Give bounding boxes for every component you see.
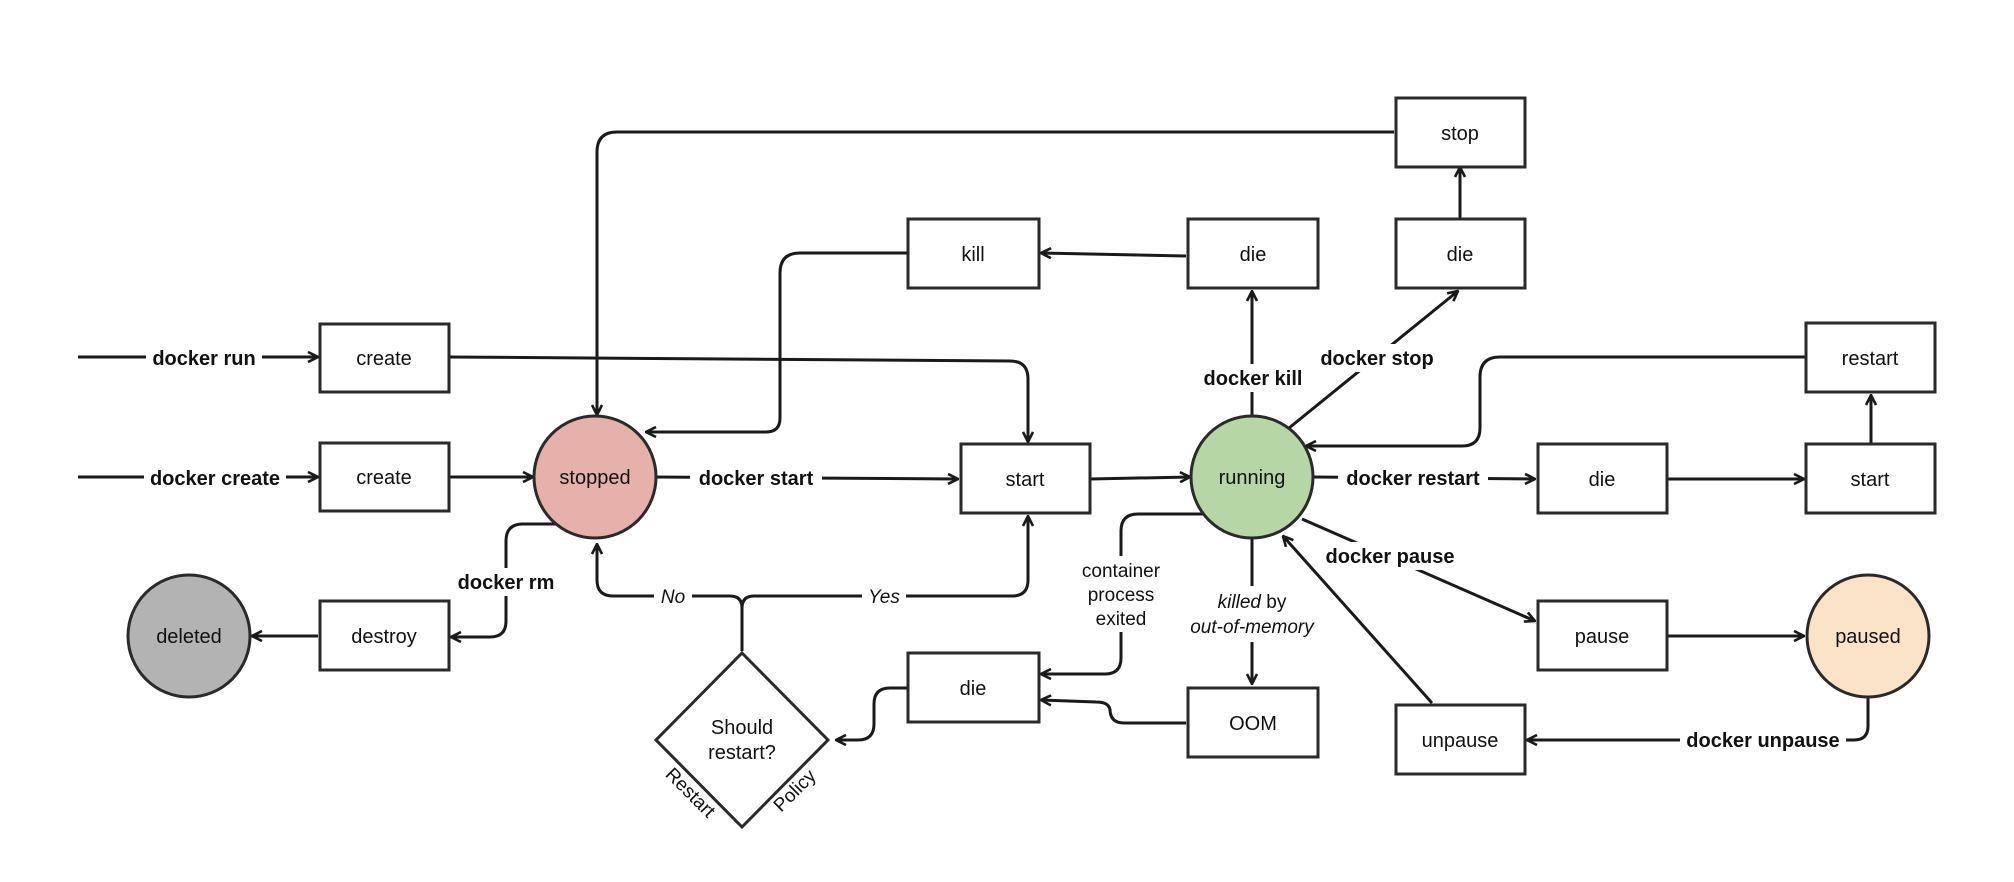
- state-stopped: stopped: [532, 414, 658, 540]
- svg-text:stopped: stopped: [559, 467, 630, 489]
- svg-text:No: No: [661, 587, 685, 608]
- svg-text:kill: kill: [961, 244, 984, 266]
- label-docker-rm: docker rm: [452, 568, 560, 596]
- event-kill: kill: [906, 217, 1041, 290]
- label-docker-stop: docker stop: [1314, 344, 1440, 372]
- label-docker-start: docker start: [690, 464, 822, 492]
- svg-text:docker pause: docker pause: [1326, 546, 1455, 568]
- label-docker-restart: docker restart: [1338, 464, 1488, 492]
- state-deleted: deleted: [126, 573, 252, 699]
- edge-unpause-to-running: [1283, 536, 1434, 704]
- svg-text:die: die: [1447, 244, 1474, 266]
- label-docker-pause: docker pause: [1320, 542, 1460, 570]
- edge-die-to-kill: [1041, 253, 1187, 256]
- svg-text:Should: Should: [711, 717, 773, 739]
- svg-text:out-of-memory: out-of-memory: [1190, 617, 1315, 638]
- event-create-create: create: [318, 441, 451, 513]
- edge-create-run-to-start: [448, 355, 1028, 442]
- event-oom: OOM: [1186, 686, 1320, 759]
- label-docker-unpause: docker unpause: [1680, 726, 1846, 754]
- edge-die-to-decision: [836, 686, 908, 740]
- label-docker-run: docker run: [146, 343, 262, 371]
- svg-text:Yes: Yes: [868, 587, 900, 608]
- svg-text:start: start: [1006, 469, 1045, 491]
- edge-restart-to-running: [1306, 355, 1806, 446]
- svg-text:container: container: [1082, 561, 1161, 582]
- state-paused: paused: [1805, 573, 1931, 699]
- event-start-restart: start: [1804, 442, 1937, 515]
- event-die-exit: die: [906, 651, 1041, 724]
- svg-text:stop: stop: [1441, 123, 1479, 145]
- decision-should-restart: Should restart? Restart Policy: [653, 650, 831, 830]
- svg-text:die: die: [1240, 244, 1267, 266]
- edge-decision-yes: [740, 516, 1028, 651]
- svg-text:create: create: [356, 467, 412, 489]
- svg-text:OOM: OOM: [1229, 713, 1277, 735]
- svg-text:unpause: unpause: [1422, 730, 1499, 752]
- state-running: running: [1189, 414, 1315, 540]
- svg-text:docker rm: docker rm: [458, 572, 555, 594]
- svg-text:restart: restart: [1842, 348, 1899, 370]
- svg-text:pause: pause: [1575, 626, 1630, 648]
- svg-text:running: running: [1219, 467, 1286, 489]
- edge-start-to-running: [1089, 477, 1190, 479]
- svg-text:create: create: [356, 348, 412, 370]
- edge-oom-to-die: [1041, 700, 1186, 725]
- label-no: No: [654, 584, 692, 610]
- event-start: start: [959, 442, 1092, 515]
- svg-text:docker start: docker start: [699, 468, 814, 490]
- label-container-process-exited: container process exited: [1070, 556, 1174, 632]
- svg-text:destroy: destroy: [351, 626, 417, 648]
- svg-text:restart?: restart?: [708, 742, 776, 764]
- event-die-restart: die: [1536, 442, 1669, 515]
- edge-kill-to-stopped: [646, 251, 908, 432]
- svg-text:die: die: [960, 678, 987, 700]
- label-docker-kill: docker kill: [1196, 364, 1310, 392]
- svg-text:docker stop: docker stop: [1320, 348, 1433, 370]
- event-die-stop: die: [1394, 217, 1527, 290]
- event-pause: pause: [1536, 599, 1669, 672]
- svg-text:killed by: killed by: [1218, 592, 1287, 613]
- label-docker-create: docker create: [144, 463, 286, 491]
- edge-docker-unpause: [1527, 696, 1870, 740]
- event-unpause: unpause: [1394, 703, 1527, 776]
- svg-text:docker kill: docker kill: [1204, 368, 1303, 390]
- event-restart: restart: [1804, 321, 1937, 394]
- svg-text:start: start: [1851, 469, 1890, 491]
- svg-text:docker restart: docker restart: [1346, 468, 1480, 490]
- event-die-kill: die: [1186, 217, 1320, 290]
- svg-text:exited: exited: [1096, 609, 1147, 630]
- svg-text:docker unpause: docker unpause: [1686, 730, 1839, 752]
- svg-text:die: die: [1589, 469, 1616, 491]
- label-killed-by-oom: killed by out-of-memory: [1180, 586, 1324, 642]
- edge-stop-to-stopped: [597, 130, 1394, 415]
- svg-text:paused: paused: [1835, 626, 1901, 648]
- event-destroy: destroy: [318, 599, 451, 672]
- svg-text:docker create: docker create: [150, 468, 280, 490]
- svg-text:docker run: docker run: [152, 348, 255, 370]
- event-create-run: create: [318, 322, 451, 394]
- event-stop: stop: [1394, 96, 1527, 169]
- svg-text:process: process: [1088, 585, 1155, 606]
- label-yes: Yes: [862, 584, 906, 610]
- svg-text:deleted: deleted: [156, 626, 222, 648]
